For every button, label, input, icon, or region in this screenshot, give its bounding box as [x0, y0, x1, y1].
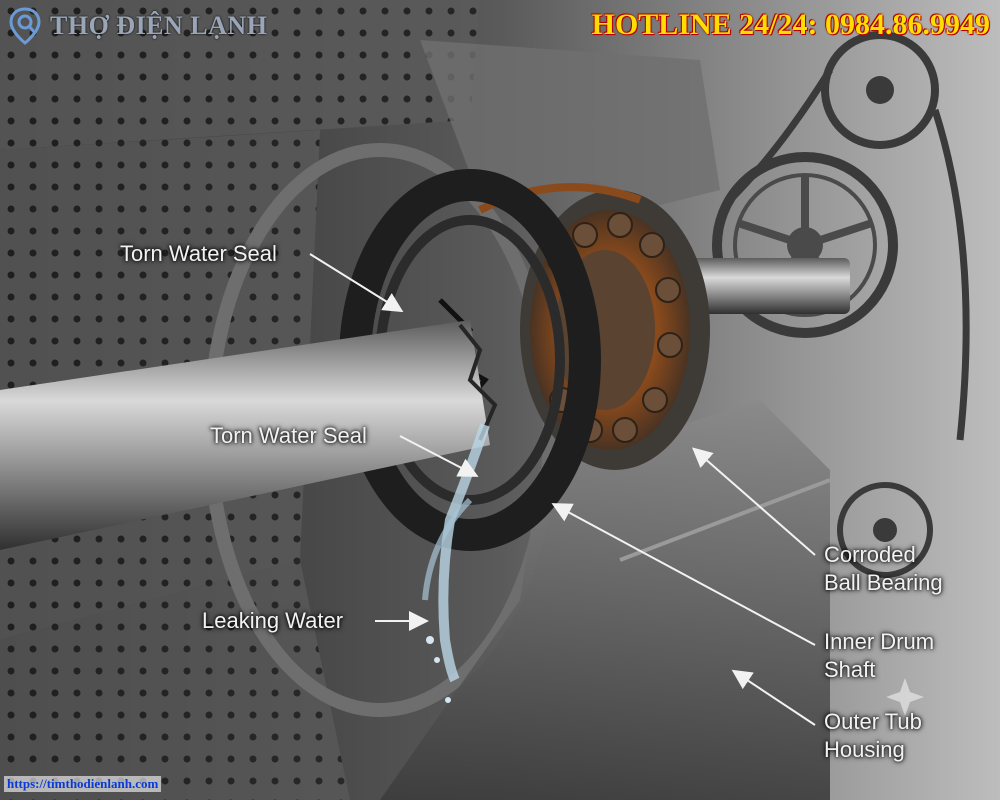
label-shaft-line2: Shaft [824, 657, 876, 682]
label-tub-line1: Outer Tub [824, 709, 922, 734]
label-shaft-line1: Inner Drum [824, 629, 935, 654]
website-url[interactable]: https://timthodienlanh.com [4, 776, 162, 792]
leader-outer-tub [731, 669, 816, 726]
outer-tub-housing [380, 40, 831, 800]
label-inner-drum-shaft: Inner Drum Shaft [824, 628, 934, 684]
sparkle-icon [886, 678, 924, 716]
leader-torn-seal-top [309, 253, 404, 313]
label-torn-water-seal-mid: Torn Water Seal [210, 423, 367, 448]
location-search-icon [9, 7, 41, 45]
brand-name: THỢ ĐIỆN LẠNH [50, 11, 268, 40]
label-leaking-water: Leaking Water [202, 608, 344, 633]
label-outer-tub-housing: Outer Tub Housing [824, 708, 922, 764]
callout-leaders [309, 253, 816, 726]
watermark-brand: THỢ ĐIỆN LẠNH [8, 6, 267, 46]
label-bearing-line2: Ball Bearing [824, 570, 943, 595]
leader-inner-shaft [551, 503, 816, 646]
label-torn-water-seal-top: Torn Water Seal [120, 241, 277, 266]
hotline-banner: HOTLINE 24/24: 0984.86.9949 [591, 8, 990, 41]
inner-drum-shaft [0, 320, 498, 550]
leader-torn-seal-mid [399, 435, 479, 477]
leader-corroded-bearing [691, 447, 816, 556]
label-corroded-ball-bearing: Corroded Ball Bearing [824, 541, 943, 597]
label-bearing-line1: Corroded [824, 542, 916, 567]
label-tub-line2: Housing [824, 737, 905, 762]
